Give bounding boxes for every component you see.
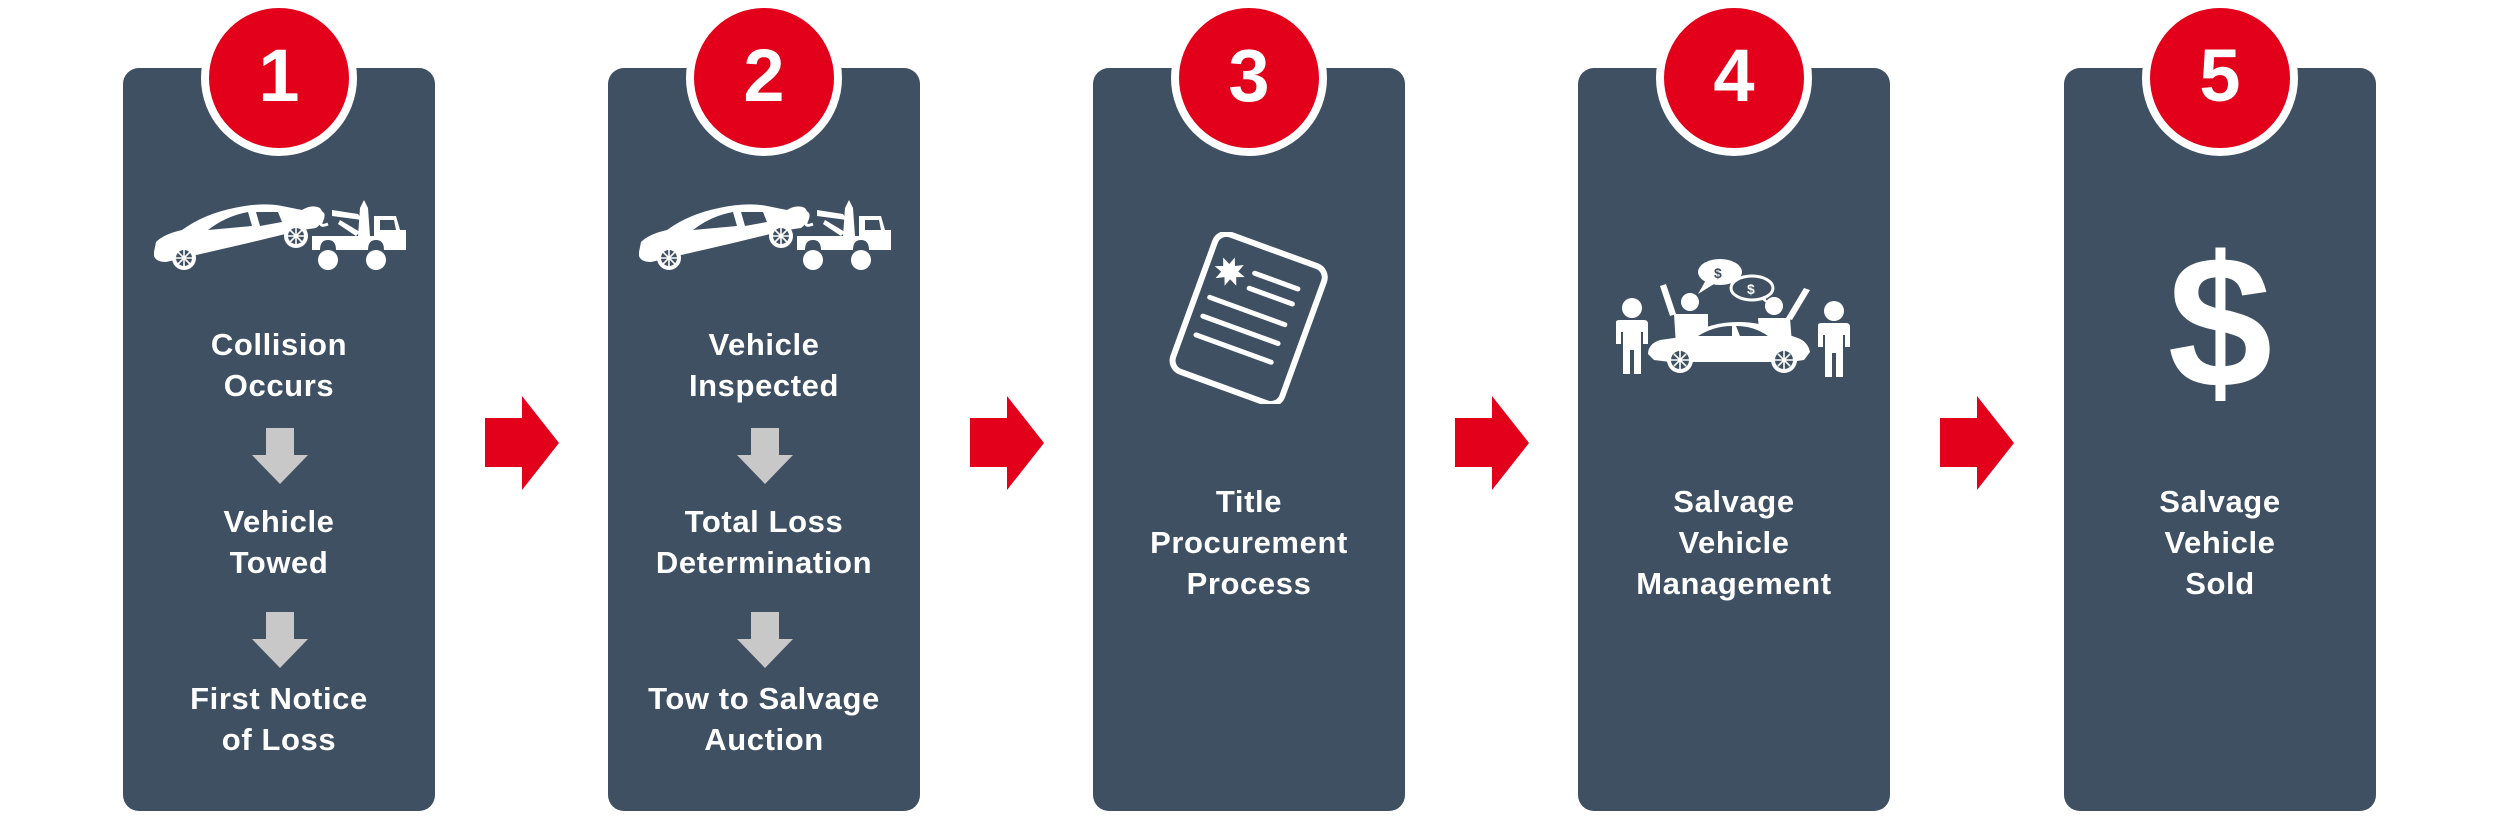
substep-label: Total Loss Determination [608, 501, 920, 583]
substep-label: First Notice of Loss [123, 678, 435, 760]
label-line: of Loss [221, 722, 337, 757]
step-card-4: 4 Salvage Vehicle Management [1578, 0, 1890, 811]
step-number-badge: 1 [201, 0, 357, 156]
step-number: 5 [2199, 34, 2241, 117]
label-line: First Notice [190, 681, 368, 716]
down-arrow-icon [252, 428, 308, 484]
label-line: Salvage [1673, 484, 1795, 519]
step-card-1: 1 Collision Occurs Vehicle Towed First N… [123, 0, 435, 811]
step-number-badge: 2 [686, 0, 842, 156]
step-number-badge: 5 [2142, 0, 2298, 156]
label-line: Vehicle [708, 327, 820, 362]
step-label: Title Procurement Process [1093, 481, 1405, 604]
label-line: Management [1636, 566, 1832, 601]
label-line: Occurs [223, 368, 335, 403]
auction-bidders-icon [1614, 256, 1854, 378]
step-number-badge: 3 [1171, 0, 1327, 156]
flow-arrow-icon [970, 396, 1044, 490]
step-number: 4 [1713, 34, 1755, 117]
label-line: Title [1215, 484, 1283, 519]
label-line: Vehicle [1678, 525, 1790, 560]
label-line: Vehicle [223, 504, 335, 539]
flow-arrow-icon [1940, 396, 2014, 490]
label-line: Salvage [2159, 484, 2281, 519]
label-line: Total Loss [684, 504, 844, 539]
down-arrow-icon [737, 428, 793, 484]
label-line: Vehicle [2164, 525, 2276, 560]
label-line: Process [1186, 566, 1312, 601]
step-card-5: 5 $ Salvage Vehicle Sold [2064, 0, 2376, 811]
step-number: 3 [1228, 34, 1270, 117]
label-line: Auction [704, 722, 824, 757]
label-line: Inspected [688, 368, 840, 403]
down-arrow-icon [737, 612, 793, 668]
flow-arrow-icon [1455, 396, 1529, 490]
step-number-badge: 4 [1656, 0, 1812, 156]
title-document-icon [1169, 232, 1329, 404]
label-line: Towed [229, 545, 329, 580]
substep-label: Vehicle Towed [123, 501, 435, 583]
step-label: Salvage Vehicle Sold [2064, 481, 2376, 604]
down-arrow-icon [252, 612, 308, 668]
dollar-sign-icon: $ [2167, 217, 2273, 427]
label-line: Procurement [1150, 525, 1348, 560]
label-line: Sold [2185, 566, 2255, 601]
label-line: Collision [210, 327, 348, 362]
label-line: Determination [655, 545, 873, 580]
substep-label: Collision Occurs [123, 324, 435, 406]
step-card-3: 3 Title Procurement Process [1093, 0, 1405, 811]
step-card-2: 2 Vehicle Inspected Total Loss Determina… [608, 0, 920, 811]
flow-arrow-icon [485, 396, 559, 490]
step-number: 1 [258, 34, 300, 117]
substep-label: Tow to Salvage Auction [608, 678, 920, 760]
step-label: Salvage Vehicle Management [1578, 481, 1890, 604]
label-line: Tow to Salvage [648, 681, 880, 716]
step-number: 2 [743, 34, 785, 117]
tow-truck-icon [152, 200, 406, 274]
tow-truck-icon [637, 200, 891, 274]
substep-label: Vehicle Inspected [608, 324, 920, 406]
